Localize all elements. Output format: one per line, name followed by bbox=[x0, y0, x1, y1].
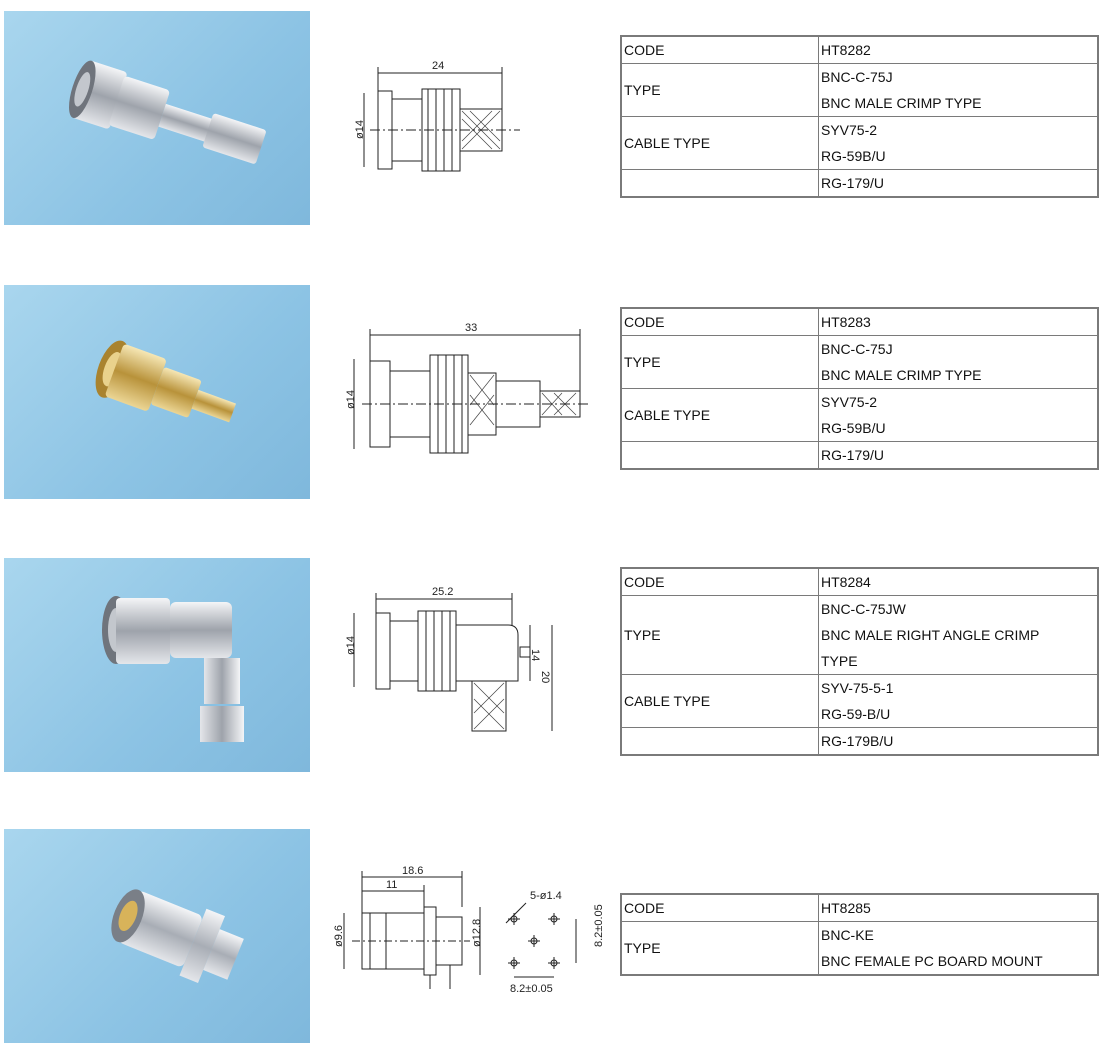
bnc-female-pcb-photo-icon bbox=[111, 889, 244, 983]
spec-key: TYPE bbox=[620, 921, 819, 976]
dim-length-label: 24 bbox=[432, 60, 444, 72]
spec-value: BNC-C-75J BNC MALE CRIMP TYPE bbox=[818, 335, 1099, 389]
spec-value: HT8284 bbox=[818, 567, 1099, 596]
spec-key: CABLE TYPE bbox=[620, 388, 819, 442]
bnc-right-angle-photo-icon bbox=[102, 596, 244, 742]
dim-pitch-v-label: 8.2±0.05 bbox=[593, 904, 605, 947]
dim-height-label: 20 bbox=[539, 671, 551, 683]
spec-key: CODE bbox=[620, 35, 819, 64]
table-row: CODE HT8284 bbox=[620, 567, 1099, 596]
spec-value: BNC-KE BNC FEMALE PC BOARD MOUNT bbox=[818, 921, 1099, 976]
spec-value-line: RG-59-B/U bbox=[821, 706, 891, 722]
spec-table-3: CODE HT8284 TYPE BNC-C-75JW BNC MALE RIGH… bbox=[620, 567, 1099, 756]
spec-key: CODE bbox=[620, 567, 819, 596]
spec-table-1: CODE HT8282 TYPE BNC-C-75J BNC MALE CRIMP… bbox=[620, 35, 1099, 198]
spec-value-line: HT8282 bbox=[821, 42, 871, 58]
table-row: CODE HT8283 bbox=[620, 307, 1099, 336]
product-photo-3 bbox=[4, 558, 310, 772]
dim-holes-label: 5-ø1.4 bbox=[530, 890, 562, 902]
spec-value: HT8285 bbox=[818, 893, 1099, 922]
spec-value-line: BNC-KE bbox=[821, 927, 874, 943]
bnc-male-crimp-photo-icon bbox=[69, 60, 266, 164]
spec-value-line: BNC-C-75J bbox=[821, 341, 893, 357]
spec-value-line: HT8284 bbox=[821, 574, 871, 590]
spec-value-line: BNC MALE RIGHT ANGLE CRIMP bbox=[821, 627, 1040, 643]
product-photo-1 bbox=[4, 11, 310, 225]
spec-key bbox=[620, 727, 819, 756]
table-row: TYPE BNC-KE BNC FEMALE PC BOARD MOUNT bbox=[620, 921, 1099, 976]
dim-diameter-label: ø9.6 bbox=[333, 925, 345, 947]
spec-value-line: SYV-75-5-1 bbox=[821, 680, 894, 696]
spec-table-4: CODE HT8285 TYPE BNC-KE BNC FEMALE PC BOA… bbox=[620, 893, 1099, 976]
dimension-drawing-1: 24 ø14 bbox=[350, 55, 540, 185]
dim-diameter-label: ø14 bbox=[354, 120, 366, 139]
spec-value-line: RG-179B/U bbox=[821, 733, 894, 749]
table-row: RG-179/U bbox=[620, 169, 1099, 198]
spec-value: BNC-C-75JW BNC MALE RIGHT ANGLE CRIMP TYPE bbox=[818, 595, 1099, 675]
dim-length-label: 25.2 bbox=[432, 586, 453, 598]
table-row: TYPE BNC-C-75JW BNC MALE RIGHT ANGLE CRIM… bbox=[620, 595, 1099, 675]
spec-value-line: HT8283 bbox=[821, 314, 871, 330]
spec-value-line: RG-59B/U bbox=[821, 420, 886, 436]
table-row: TYPE BNC-C-75J BNC MALE CRIMP TYPE bbox=[620, 335, 1099, 389]
spec-key: TYPE bbox=[620, 595, 819, 675]
spec-value: BNC-C-75J BNC MALE CRIMP TYPE bbox=[818, 63, 1099, 117]
spec-key bbox=[620, 441, 819, 470]
dim-diameter-label: ø14 bbox=[345, 636, 357, 655]
dim-flange-label: ø12.8 bbox=[471, 919, 483, 947]
spec-value-line: RG-59B/U bbox=[821, 148, 886, 164]
table-row: CODE HT8282 bbox=[620, 35, 1099, 64]
dim-diameter-label: ø14 bbox=[345, 390, 357, 409]
product-photo-2 bbox=[4, 285, 310, 499]
spec-value-line: BNC MALE CRIMP TYPE bbox=[821, 95, 982, 111]
dim-length-label: 18.6 bbox=[402, 865, 423, 877]
spec-value-line: BNC-C-75JW bbox=[821, 601, 906, 617]
dim-square-label: 14 bbox=[529, 649, 541, 661]
spec-value-line: BNC FEMALE PC BOARD MOUNT bbox=[821, 953, 1043, 969]
table-row: RG-179/U bbox=[620, 441, 1099, 470]
table-row: TYPE BNC-C-75J BNC MALE CRIMP TYPE bbox=[620, 63, 1099, 117]
spec-table-2: CODE HT8283 TYPE BNC-C-75J BNC MALE CRIMP… bbox=[620, 307, 1099, 470]
product-photo-4 bbox=[4, 829, 310, 1043]
spec-value: RG-179/U bbox=[818, 169, 1099, 198]
spec-key: CODE bbox=[620, 307, 819, 336]
spec-value: RG-179/U bbox=[818, 441, 1099, 470]
bnc-male-crimp-gold-photo-icon bbox=[95, 340, 237, 423]
dimension-drawing-4: 18.6 11 ø9.6 ø12.8 5-ø1.4 8.2±0.05 8.2± bbox=[330, 865, 610, 1000]
spec-value: HT8283 bbox=[818, 307, 1099, 336]
dim-length-label: 33 bbox=[465, 322, 477, 334]
spec-value-line: HT8285 bbox=[821, 900, 871, 916]
table-row: RG-179B/U bbox=[620, 727, 1099, 756]
dim-partial-label: 11 bbox=[386, 879, 397, 891]
dimension-drawing-2: 33 ø14 bbox=[340, 315, 590, 455]
spec-key: CODE bbox=[620, 893, 819, 922]
spec-key: TYPE bbox=[620, 63, 819, 117]
spec-key: CABLE TYPE bbox=[620, 674, 819, 728]
spec-key: CABLE TYPE bbox=[620, 116, 819, 170]
spec-value-line: RG-179/U bbox=[821, 175, 885, 191]
spec-key: TYPE bbox=[620, 335, 819, 389]
table-row: CODE HT8285 bbox=[620, 893, 1099, 922]
dimension-drawing-3: 25.2 ø14 14 20 bbox=[340, 585, 565, 735]
spec-value: HT8282 bbox=[818, 35, 1099, 64]
spec-value-line: RG-179/U bbox=[821, 447, 885, 463]
spec-key bbox=[620, 169, 819, 198]
spec-value-line: SYV75-2 bbox=[821, 394, 878, 410]
spec-value-line: BNC-C-75J bbox=[821, 69, 893, 85]
spec-value-line: TYPE bbox=[821, 653, 858, 669]
spec-value-line: BNC MALE CRIMP TYPE bbox=[821, 367, 982, 383]
spec-value-line: SYV75-2 bbox=[821, 122, 878, 138]
dim-pitch-h-label: 8.2±0.05 bbox=[510, 983, 553, 995]
spec-value: RG-179B/U bbox=[818, 727, 1099, 756]
